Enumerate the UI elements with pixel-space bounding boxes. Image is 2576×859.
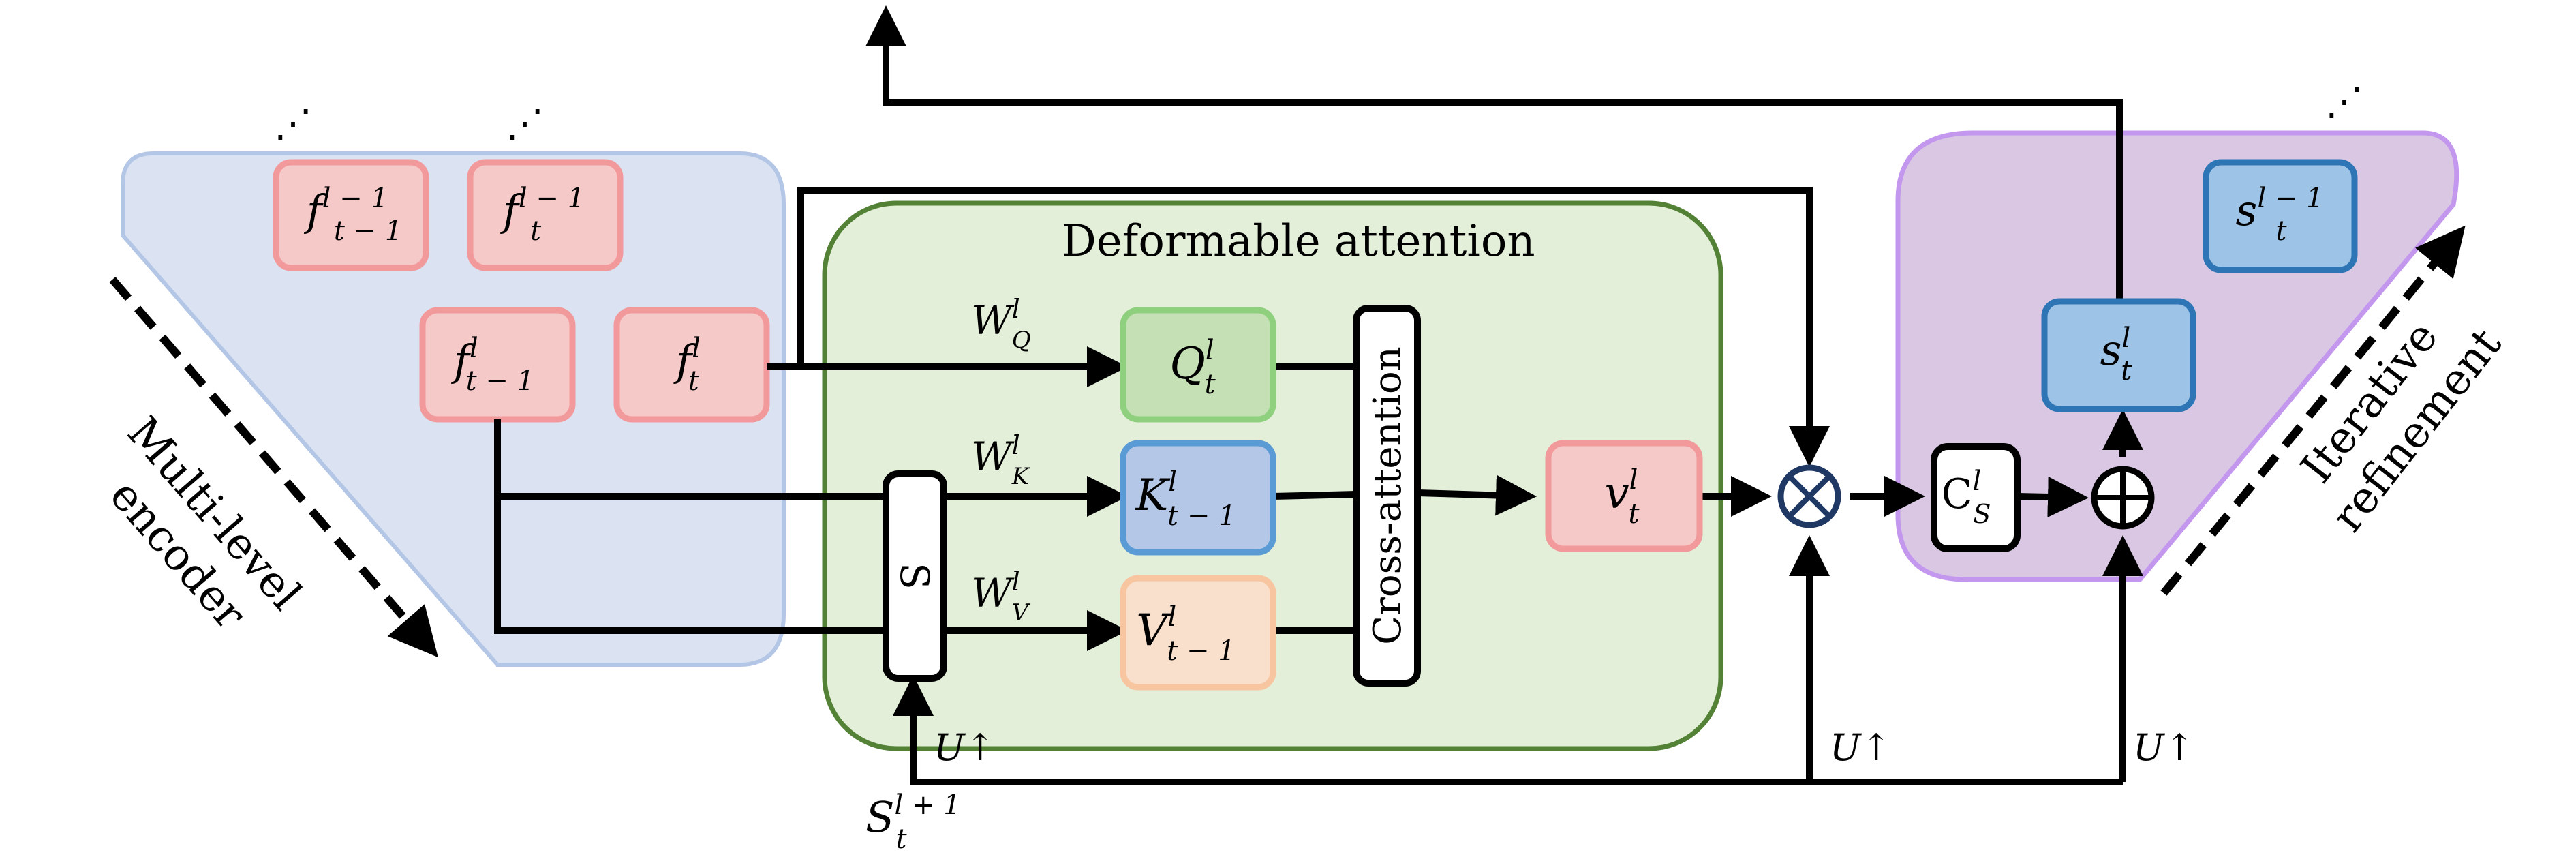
encoder-ellipsis-b: ⋰ (506, 102, 544, 146)
svg-text:Klt − 1: Klt − 1 (1135, 466, 1236, 532)
segmentation-output-line (865, 5, 2123, 301)
encoder-direction-arrow (109, 277, 438, 658)
upsample-label-1: U↑ (934, 726, 996, 769)
svg-text:Cross-attention: Cross-attention (1366, 346, 1410, 645)
svg-text:Vlt − 1: Vlt − 1 (1136, 601, 1235, 667)
svg-text:Qlt: Qlt (1169, 335, 1216, 400)
multiply-operator (1777, 464, 1841, 528)
svg-text:flt: flt (673, 333, 701, 397)
svg-text:vlt: vlt (1604, 464, 1640, 530)
add-operator (2091, 466, 2155, 530)
svg-text:S: S (891, 562, 938, 590)
attention-title: Deformable attention (1061, 216, 1535, 267)
svg-text:flt − 1: flt − 1 (451, 333, 534, 397)
key-input-line (494, 419, 886, 634)
svg-text:fl − 1t − 1: fl − 1t − 1 (304, 183, 403, 247)
svg-text:sl − 1t: sl − 1t (2235, 183, 2323, 247)
conv-to-add-arrow (2017, 476, 2089, 517)
svg-text:ClS: ClS (1942, 466, 1991, 529)
cross-attention-block: Cross-attention (1353, 305, 1421, 687)
encoder-label: Multi-level encoder (76, 408, 320, 666)
refinement-ellipsis: ⋰ (2325, 80, 2363, 124)
feature-skip-line (797, 187, 1830, 467)
refinement-direction-arrow (2160, 225, 2466, 596)
upsample-label-2: U↑ (1830, 726, 1892, 769)
svg-text:slt: slt (2100, 322, 2133, 387)
sampler-block: S (883, 470, 947, 682)
attn-output-arrow (1417, 474, 1537, 516)
key-to-attn-line (1272, 491, 1357, 500)
svg-text:fl − 1t: fl − 1t (500, 183, 585, 247)
upsample-label-3: U↑ (2133, 726, 2195, 769)
encoder-ellipsis-a: ⋰ (274, 102, 312, 146)
